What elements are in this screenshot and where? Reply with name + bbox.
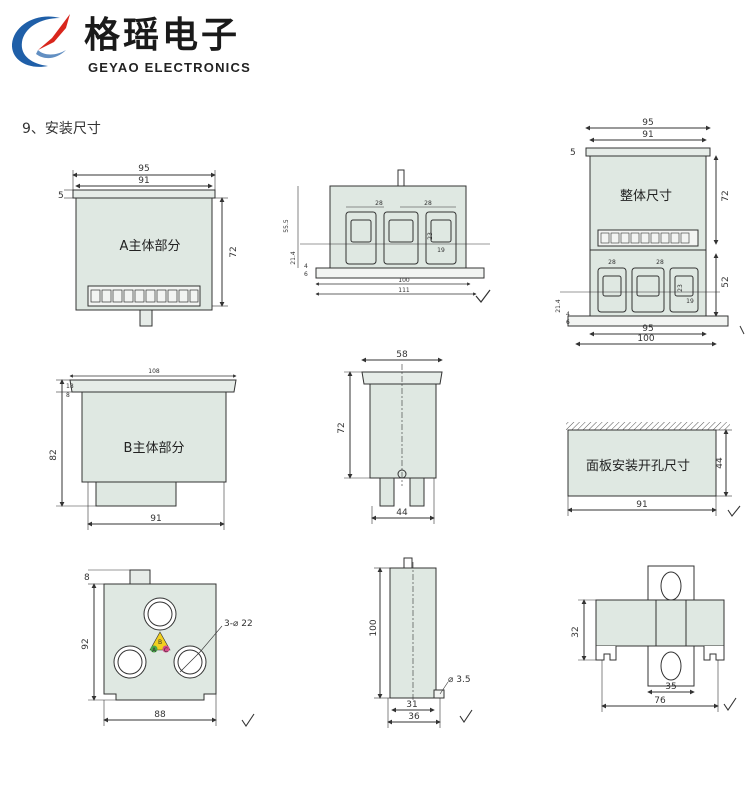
b-body-panel (81, 391, 227, 483)
a-body-dim-72: 72 (229, 246, 239, 257)
whole-dim-95-base: 95 (642, 324, 653, 334)
b-body-dim-91: 91 (150, 514, 161, 524)
a-side-body (329, 185, 467, 269)
ct-front-dim-8: 8 (84, 573, 90, 583)
whole-dim-21: 21.4 (555, 299, 562, 313)
whole-label: 整体尺寸 (620, 189, 672, 204)
b-body-dim-8: 8 (66, 392, 70, 399)
ct-top-dim-32: 32 (571, 626, 581, 637)
cutout-dim-91: 91 (636, 500, 647, 510)
view-b-side (344, 357, 443, 524)
a-side-dim-55: 55.5 (283, 219, 290, 233)
swoosh-c-logo-icon (11, 14, 70, 67)
ct-front-dim-88: 88 (154, 710, 166, 720)
b-body-dim-82: 82 (49, 449, 59, 460)
ct-front-dim-92: 92 (81, 638, 91, 649)
whole-dim-91: 91 (642, 130, 653, 140)
view-cutout (566, 422, 741, 517)
header: 格瑶电子 GEYAO ELECTRONICS (0, 0, 750, 90)
view-whole (560, 125, 745, 347)
view-ct-front (88, 569, 255, 727)
a-side-dim-100: 100 (398, 277, 410, 284)
whole-dim-5: 5 (570, 148, 576, 158)
a-body-flange (72, 189, 216, 199)
b-side-dim-72: 72 (337, 422, 347, 433)
view-ct-top (578, 565, 737, 712)
a-body-label: A主体部分 (120, 239, 181, 254)
phase-badge-a: A (152, 647, 157, 654)
a-side-dim-28a: 28 (375, 200, 383, 207)
a-side-dim-21: 21.4 (290, 251, 297, 265)
a-body-dim-95: 95 (138, 164, 149, 174)
ct-side-dim-hole: ⌀ 3.5 (448, 675, 471, 685)
whole-dim-19: 19 (686, 298, 694, 305)
phase-badge-b: B (158, 639, 162, 646)
b-side-body (369, 383, 437, 479)
section-title: 9、安装尺寸 (22, 121, 101, 137)
ct-top-dim-35: 35 (665, 682, 676, 692)
brand-name-cn: 格瑶电子 (84, 15, 241, 56)
b-side-dim-44: 44 (396, 508, 408, 518)
ct-front-dim-holes: 3-⌀ 22 (224, 619, 253, 629)
a-side-dim-23: 23 (427, 232, 434, 240)
whole-dim-100: 100 (637, 334, 654, 344)
brand-name-en: GEYAO ELECTRONICS (88, 60, 251, 75)
a-side-dim-19: 19 (437, 247, 445, 254)
whole-dim-95-top: 95 (642, 118, 653, 128)
whole-dim-6: 6 (566, 319, 570, 326)
whole-dim-52: 52 (721, 276, 731, 287)
phase-badge-c: C (164, 647, 168, 654)
a-side-dim-111: 111 (398, 287, 410, 294)
a-body-dim-91: 91 (138, 176, 149, 186)
ct-side-dim-31: 31 (406, 700, 417, 710)
a-body-terminals (87, 285, 201, 307)
view-a-body (64, 170, 228, 327)
whole-bottom-panel (589, 249, 707, 319)
cutout-label: 面板安装开孔尺寸 (586, 459, 690, 474)
b-body-label: B主体部分 (124, 441, 185, 456)
whole-dim-28b: 28 (656, 259, 664, 266)
view-b-body (56, 374, 237, 530)
a-body-dim-5: 5 (58, 191, 64, 201)
view-a-side (297, 169, 491, 303)
b-body-dim-18: 18 (66, 383, 74, 390)
a-side-dim-6: 6 (304, 271, 308, 278)
a-side-dim-4: 4 (304, 263, 308, 270)
view-ct-side (374, 557, 473, 728)
a-side-dim-28b: 28 (424, 200, 432, 207)
ct-side-dim-100: 100 (369, 619, 379, 636)
ct-side-dim-36: 36 (408, 712, 420, 722)
whole-dim-4: 4 (566, 311, 570, 318)
b-side-dim-58: 58 (396, 350, 408, 360)
cutout-dim-44: 44 (715, 457, 725, 469)
phase-badge-icon (149, 631, 171, 653)
ct-top-dim-76: 76 (654, 696, 666, 706)
whole-dim-23: 23 (677, 284, 684, 292)
whole-dim-28a: 28 (608, 259, 616, 266)
cutout-panel (567, 429, 717, 497)
b-body-dim-108: 108 (148, 368, 160, 375)
whole-dim-72: 72 (721, 190, 731, 201)
